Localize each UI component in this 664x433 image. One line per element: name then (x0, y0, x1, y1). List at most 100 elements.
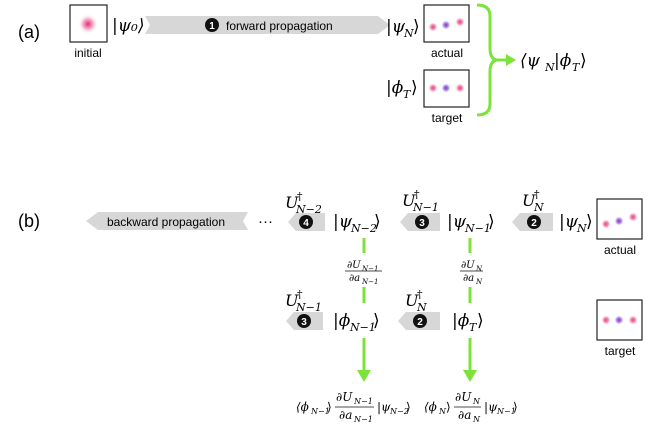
svg-text:N−1: N−1 (295, 301, 322, 314)
psi-N-1-ket: |ψ N−1 ⟩ (447, 212, 495, 235)
svg-text:⟩: ⟩ (488, 212, 495, 232)
svg-text:†: † (297, 190, 303, 203)
svg-text:N: N (416, 301, 427, 314)
svg-text:∂a: ∂a (458, 408, 471, 422)
svg-text:N−2: N−2 (389, 407, 409, 416)
svg-text:†: † (534, 188, 540, 201)
svg-text:|ϕ: |ϕ (333, 311, 351, 331)
svg-text:∂U: ∂U (461, 260, 475, 271)
svg-text:N−1: N−1 (353, 415, 373, 424)
svg-text:|ψ: |ψ (333, 212, 353, 232)
svg-text:2: 2 (531, 218, 537, 229)
svg-text:|ψ: |ψ (377, 400, 391, 414)
green-connectors-top (362, 238, 472, 303)
svg-text:|ψ: |ψ (559, 212, 579, 232)
svg-text:|ψ: |ψ (447, 212, 467, 232)
svg-text:†: † (414, 188, 420, 201)
svg-text:N: N (533, 201, 544, 214)
svg-text:|ϕ: |ϕ (452, 311, 470, 331)
U-dagger-N-1-label-bottom: U † N−1 (285, 288, 322, 314)
svg-text:U: U (402, 191, 416, 210)
psi-N-2-ket: |ψ N−2 ⟩ (333, 212, 381, 235)
svg-text:⟩: ⟩ (373, 311, 380, 331)
target-caption-a: target (432, 111, 463, 125)
actual-state-box-a (423, 4, 470, 43)
derivative-label-right: ∂U N ∂a N (460, 260, 483, 286)
svg-text:N: N (472, 415, 481, 424)
svg-text:U: U (405, 291, 419, 310)
U-dagger-N-1-label-top: U † N−1 (402, 188, 439, 214)
svg-text:∂a: ∂a (463, 273, 474, 284)
gradient-term-right: ⟨ϕ N ⟩ ∂U N ∂a N |ψ N−1 ⟩ (424, 390, 518, 424)
svg-text:N: N (403, 27, 414, 40)
svg-text:|ϕ: |ϕ (554, 51, 572, 71)
svg-text:∂U: ∂U (336, 390, 353, 404)
actual-caption-a: actual (431, 46, 463, 60)
phiT-ket-a: |ϕ T ⟩ (386, 78, 418, 101)
step3-arrow-bottom: 3 (286, 312, 323, 330)
overlap-expression: ⟨ψ N |ϕ T ⟩ (520, 51, 587, 74)
initial-caption: initial (74, 46, 101, 60)
panel-a-label: (a) (18, 22, 40, 42)
svg-text:N−2: N−2 (350, 222, 377, 235)
svg-text:T: T (469, 321, 478, 334)
step3-arrow-top: 3 (400, 213, 440, 231)
svg-text:|ψ: |ψ (386, 17, 406, 37)
svg-text:∂U: ∂U (347, 260, 361, 271)
svg-text:2: 2 (417, 317, 423, 328)
phi-N-1-ket: |ϕ N−1 ⟩ (333, 311, 380, 334)
initial-state-box (69, 4, 108, 43)
svg-text:†: † (417, 288, 423, 301)
svg-text:∂a: ∂a (339, 408, 352, 422)
derivative-label-left: ∂U N−1 ∂a N−1 (345, 260, 382, 286)
overlap-bracket (476, 3, 507, 117)
svg-text:⟩: ⟩ (406, 400, 411, 414)
step2-arrow-top: 2 (512, 213, 553, 231)
target-state-box-a (423, 69, 470, 108)
svg-text:N: N (576, 222, 587, 235)
svg-text:4: 4 (303, 218, 309, 229)
svg-text:⟨ϕ: ⟨ϕ (296, 400, 309, 414)
step2-arrow-bottom: 2 (398, 312, 440, 330)
svg-text:N−1: N−1 (353, 397, 373, 406)
svg-text:3: 3 (301, 317, 307, 328)
backward-propagation-arrow: backward propagation (86, 212, 248, 230)
svg-text:N: N (438, 407, 447, 416)
phi-T-ket-b: |ϕ T ⟩ (452, 311, 484, 334)
step4-arrow: 4 (288, 213, 325, 231)
svg-text:N: N (544, 61, 555, 74)
svg-text:⟩: ⟩ (411, 78, 418, 98)
svg-text:N−1: N−1 (361, 265, 378, 273)
U-dagger-N-label-top: U † N (522, 188, 544, 214)
svg-text:⟨ψ: ⟨ψ (520, 51, 541, 71)
svg-text:⟩: ⟩ (446, 400, 451, 414)
svg-text:U: U (285, 193, 299, 212)
psi-N-ket-b: |ψ N ⟩ (559, 212, 593, 235)
svg-text:T: T (403, 88, 412, 101)
svg-text:⟩: ⟩ (327, 400, 332, 414)
svg-text:⟩: ⟩ (586, 212, 593, 232)
svg-text:N: N (475, 265, 483, 273)
forward-propagation-arrow: 1 forward propagation (145, 16, 390, 34)
svg-text:⟩: ⟩ (513, 400, 518, 414)
svg-text:N−1: N−1 (310, 407, 330, 416)
svg-text:N−1: N−1 (464, 222, 491, 235)
backward-label: backward propagation (107, 215, 225, 229)
svg-text:|ψ: |ψ (484, 400, 498, 414)
panel-b-label: (b) (18, 211, 40, 231)
U-dagger-N-label-bottom: U † N (405, 288, 427, 314)
svg-text:N−1: N−1 (349, 321, 376, 334)
green-arrows-bottom (357, 338, 477, 382)
gradient-term-left: ⟨ϕ N−1 ⟩ ∂U N−1 ∂a N−1 |ψ N−2 ⟩ (296, 390, 411, 424)
svg-text:⟩: ⟩ (477, 311, 484, 331)
svg-text:N: N (472, 397, 481, 406)
svg-text:N−1: N−1 (361, 278, 378, 286)
actual-state-box-b (596, 198, 643, 240)
svg-text:T: T (572, 61, 581, 74)
psiN-ket-a: |ψ N ⟩ (386, 17, 420, 40)
svg-text:∂a: ∂a (349, 273, 360, 284)
svg-text:U: U (285, 291, 299, 310)
actual-caption-b: actual (604, 243, 636, 257)
svg-text:⟩: ⟩ (580, 51, 587, 71)
